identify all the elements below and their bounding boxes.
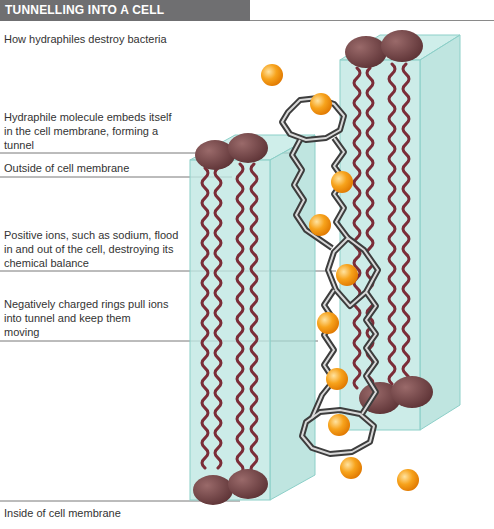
callout-label: Positive ions, such as sodium, flood in …	[4, 228, 182, 270]
callout-label: Outside of cell membrane	[4, 161, 182, 175]
callout-label: Negatively charged rings pull ions into …	[4, 297, 169, 339]
subtitle: How hydraphiles destroy bacteria	[4, 32, 244, 46]
right-membrane-block	[340, 30, 460, 430]
callout-label: Inside of cell membrane	[4, 506, 182, 520]
sodium-ions	[261, 64, 419, 491]
hydraphile-molecule	[282, 98, 378, 454]
callout-label: Hydraphile molecule embeds itself in the…	[4, 110, 182, 152]
header-rule	[250, 20, 494, 21]
diagram-title: TUNNELLING INTO A CELL	[5, 3, 164, 17]
title-band: TUNNELLING INTO A CELL	[0, 0, 250, 21]
